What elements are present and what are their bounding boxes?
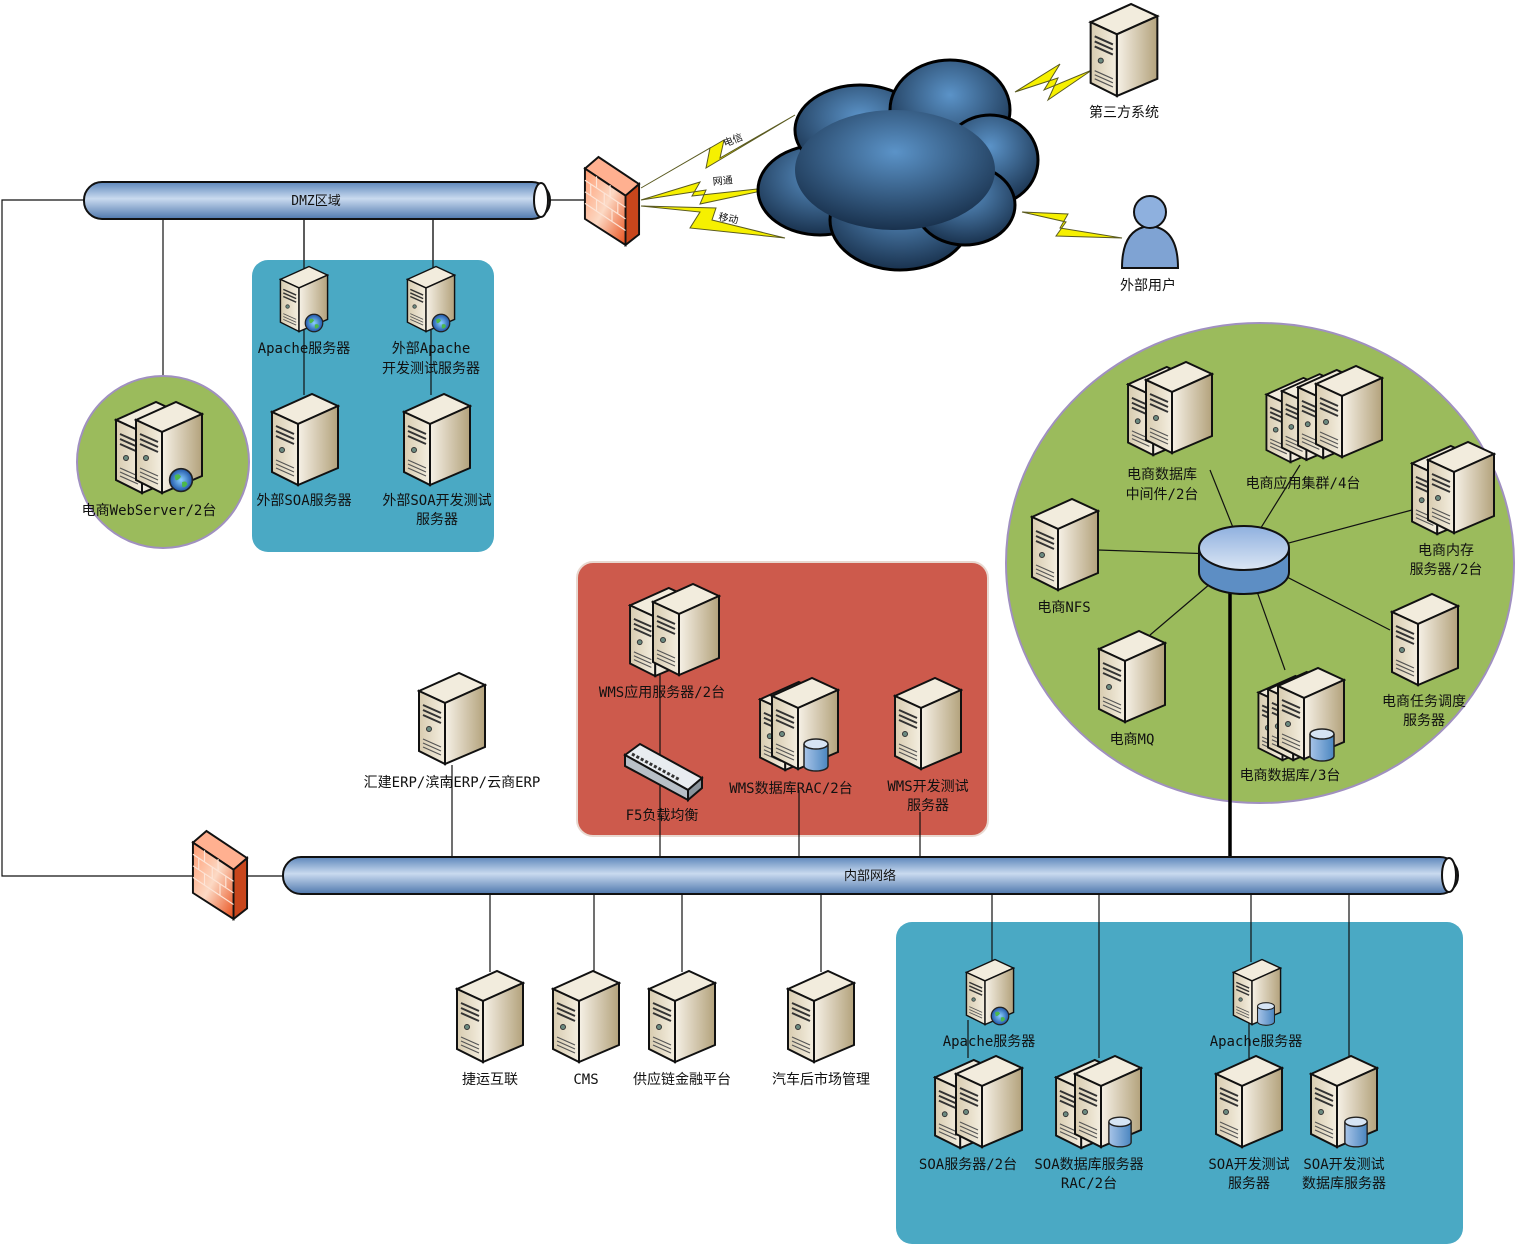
soa-dev-server[interactable]: SOA开发测试 服务器 bbox=[1208, 1055, 1290, 1192]
db-middleware-label-1: 电商数据库 bbox=[1127, 467, 1197, 483]
firewall-icon bbox=[583, 156, 641, 246]
jieyun-server[interactable]: 捷运互联 bbox=[456, 970, 524, 1088]
nfs-label: 电商NFS bbox=[1037, 600, 1090, 616]
soa-dev-label-1: SOA开发测试 bbox=[1208, 1157, 1289, 1173]
soa-apache-server-2[interactable]: Apache服务器 bbox=[1210, 958, 1303, 1051]
globe-icon bbox=[168, 467, 194, 493]
firewall-icon bbox=[191, 830, 249, 920]
external-apache-dev-server[interactable]: 外部Apache 开发测试服务器 bbox=[382, 265, 480, 378]
erp-server[interactable]: 汇建ERP/滨南ERP/云商ERP bbox=[364, 672, 541, 791]
wms-database-rac[interactable]: WMS数据库RAC/2台 bbox=[729, 677, 853, 797]
ecommerce-memory-server[interactable]: 电商内存 服务器/2台 bbox=[1410, 441, 1495, 578]
apache-label: Apache服务器 bbox=[258, 341, 351, 357]
wms-dev-label-1: WMS开发测试 bbox=[887, 779, 968, 795]
soa-dev-db-label-1: SOA开发测试 bbox=[1303, 1157, 1384, 1173]
auto-aftermarket-label: 汽车后市场管理 bbox=[772, 1071, 870, 1088]
database-icon bbox=[1256, 1002, 1276, 1026]
jieyun-label: 捷运互联 bbox=[462, 1072, 518, 1088]
db-middleware-label-2: 中间件/2台 bbox=[1126, 487, 1199, 503]
dmz-label: DMZ区域 bbox=[291, 194, 340, 209]
cms-label: CMS bbox=[573, 1072, 598, 1088]
f5-label: F5负载均衡 bbox=[626, 808, 699, 824]
ext-soa-dev-label-2: 服务器 bbox=[416, 512, 458, 528]
soa-server[interactable]: SOA服务器/2台 bbox=[919, 1055, 1023, 1173]
ecommerce-db-middleware[interactable]: 电商数据库 中间件/2台 bbox=[1126, 361, 1213, 503]
soa-dev-db-label-2: 数据库服务器 bbox=[1302, 1176, 1386, 1192]
internal-network-pipe: 内部网络 bbox=[282, 856, 1459, 895]
wms-app-label: WMS应用服务器/2台 bbox=[599, 684, 725, 701]
database-label: 电商数据库/3台 bbox=[1240, 768, 1341, 784]
link-label-mobile: 移动 bbox=[717, 210, 739, 226]
supply-chain-label: 供应链金融平台 bbox=[633, 1071, 731, 1088]
ecommerce-scheduler[interactable]: 电商任务调度 服务器 bbox=[1382, 593, 1466, 729]
ecommerce-database[interactable]: 电商数据库/3台 bbox=[1240, 667, 1345, 784]
erp-label: 汇建ERP/滨南ERP/云商ERP bbox=[364, 775, 541, 791]
globe-icon bbox=[990, 1006, 1010, 1026]
external-user[interactable]: 外部用户 bbox=[1120, 195, 1180, 294]
scheduler-label-2: 服务器 bbox=[1403, 713, 1445, 729]
external-user-link bbox=[1021, 211, 1123, 239]
ext-soa-label: 外部SOA服务器 bbox=[256, 493, 351, 509]
third-party-label: 第三方系统 bbox=[1089, 104, 1159, 121]
dmz-to-firewall-link bbox=[1, 199, 195, 877]
internal-links-lower bbox=[489, 894, 822, 972]
wms-dev-server[interactable]: WMS开发测试 服务器 bbox=[887, 677, 969, 814]
ecommerce-hub bbox=[1198, 525, 1290, 595]
memory-label-2: 服务器/2台 bbox=[1410, 562, 1483, 578]
wms-dev-label-2: 服务器 bbox=[907, 798, 949, 814]
apache-server[interactable]: Apache服务器 bbox=[258, 265, 351, 358]
wms-app-server[interactable]: WMS应用服务器/2台 bbox=[599, 583, 725, 701]
soa-apache-2-label: Apache服务器 bbox=[1210, 1034, 1303, 1050]
internet-cloud-icon bbox=[756, 58, 1040, 272]
internal-network-label: 内部网络 bbox=[844, 868, 896, 884]
webserver-label: 电商WebServer/2台 bbox=[82, 503, 217, 519]
memory-label-1: 电商内存 bbox=[1418, 543, 1474, 559]
soa-links bbox=[967, 894, 1350, 1058]
database-icon bbox=[803, 738, 829, 772]
soa-dev-database-server[interactable]: SOA开发测试 数据库服务器 bbox=[1302, 1055, 1386, 1192]
soa-apache-1-label: Apache服务器 bbox=[943, 1034, 1036, 1050]
third-party-system[interactable]: 第三方系统 bbox=[1089, 2, 1159, 121]
globe-icon bbox=[431, 313, 451, 333]
webserver-group[interactable]: 电商WebServer/2台 bbox=[76, 375, 250, 549]
external-soa-dev-server[interactable]: 外部SOA开发测试 服务器 bbox=[382, 393, 492, 528]
database-icon bbox=[1309, 728, 1335, 762]
ecommerce-nfs[interactable]: 电商NFS bbox=[1031, 498, 1099, 616]
cms-server[interactable]: CMS bbox=[552, 970, 620, 1088]
soa-apache-server-1[interactable]: Apache服务器 bbox=[943, 958, 1036, 1051]
carrier-links: 电信 网通 移动 bbox=[640, 114, 796, 239]
soa-label: SOA服务器/2台 bbox=[919, 1157, 1017, 1173]
ecommerce-app-cluster[interactable]: 电商应用集群/4台 bbox=[1246, 365, 1383, 492]
soa-database-server[interactable]: SOA数据库服务器 RAC/2台 bbox=[1034, 1055, 1144, 1192]
mq-label: 电商MQ bbox=[1110, 732, 1155, 748]
external-soa-server[interactable]: 外部SOA服务器 bbox=[256, 393, 352, 509]
supply-chain-finance-server[interactable]: 供应链金融平台 bbox=[633, 970, 731, 1088]
user-icon bbox=[1120, 224, 1180, 269]
ext-soa-dev-label-1: 外部SOA开发测试 bbox=[382, 493, 491, 509]
ecommerce-mq[interactable]: 电商MQ bbox=[1098, 630, 1166, 748]
wms-db-label: WMS数据库RAC/2台 bbox=[729, 781, 852, 797]
auto-aftermarket-server[interactable]: 汽车后市场管理 bbox=[772, 970, 870, 1088]
link-label-unicom: 网通 bbox=[712, 174, 733, 188]
f5-load-balancer[interactable]: F5负载均衡 bbox=[623, 742, 704, 824]
soa-db-label-1: SOA数据库服务器 bbox=[1034, 1157, 1143, 1173]
ext-apache-label-2: 开发测试服务器 bbox=[382, 361, 480, 377]
database-icon bbox=[1108, 1116, 1132, 1148]
database-icon bbox=[1344, 1116, 1368, 1148]
soa-dev-label-2: 服务器 bbox=[1228, 1176, 1270, 1192]
app-cluster-label: 电商应用集群/4台 bbox=[1246, 475, 1361, 492]
scheduler-label-1: 电商任务调度 bbox=[1382, 694, 1466, 710]
external-user-label: 外部用户 bbox=[1120, 277, 1176, 294]
soa-db-label-2: RAC/2台 bbox=[1061, 1176, 1117, 1192]
dmz-network-pipe: DMZ区域 bbox=[83, 181, 551, 220]
soa-zone bbox=[896, 922, 1463, 1244]
third-party-link bbox=[1014, 63, 1093, 102]
globe-icon bbox=[304, 313, 324, 333]
ext-apache-label-1: 外部Apache bbox=[392, 341, 471, 357]
